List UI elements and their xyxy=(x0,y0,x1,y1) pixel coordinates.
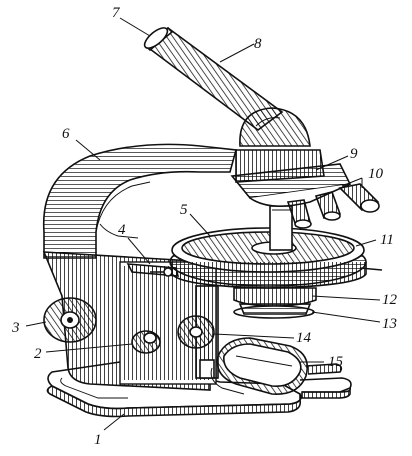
label-6: 6 xyxy=(62,126,70,142)
condenser xyxy=(233,287,317,319)
pillar xyxy=(42,251,219,391)
condenser-knob xyxy=(177,315,215,349)
coarse-focus-knob xyxy=(43,297,97,343)
label-1: 1 xyxy=(94,432,102,448)
label-4: 4 xyxy=(118,222,126,238)
label-9: 9 xyxy=(350,146,358,162)
part-labels: 7 8 6 4 5 9 10 11 12 13 14 15 3 2 1 xyxy=(11,5,398,448)
specimen-stage xyxy=(150,227,383,289)
label-3: 3 xyxy=(11,320,20,336)
objectives xyxy=(286,183,380,229)
mirror xyxy=(210,337,309,395)
label-15: 15 xyxy=(328,354,344,370)
label-5: 5 xyxy=(180,202,188,218)
label-12: 12 xyxy=(382,292,398,308)
leader-lines xyxy=(25,17,381,431)
label-8: 8 xyxy=(254,36,262,52)
label-13: 13 xyxy=(382,316,397,332)
stage-clip xyxy=(126,263,180,277)
fine-focus-knob xyxy=(131,330,161,354)
label-2: 2 xyxy=(34,346,42,362)
label-14: 14 xyxy=(296,330,312,346)
label-10: 10 xyxy=(368,166,384,182)
label-11: 11 xyxy=(380,232,394,248)
eyepiece-tube xyxy=(143,26,284,131)
label-7: 7 xyxy=(112,5,121,21)
revolving-nosepiece xyxy=(230,149,352,251)
